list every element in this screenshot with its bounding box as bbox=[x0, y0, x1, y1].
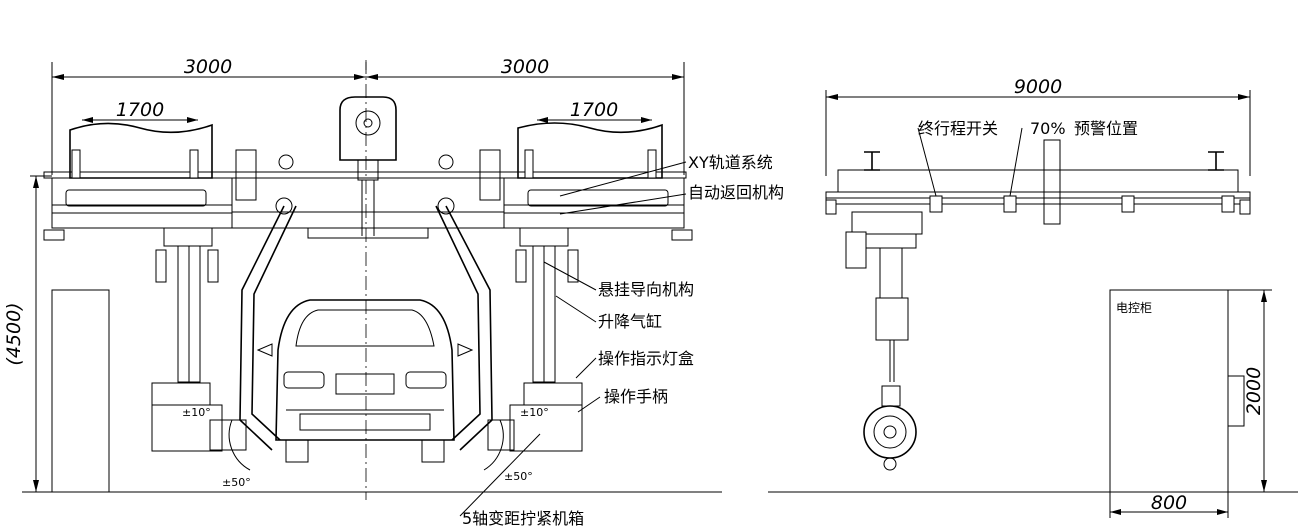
right-swing-label: ±50° bbox=[504, 470, 533, 483]
left-tilt-label: ±10° bbox=[182, 406, 211, 419]
c-frame bbox=[239, 205, 493, 451]
rail-structure bbox=[43, 171, 693, 241]
height-dimension-label: (4500) bbox=[3, 302, 25, 365]
cabinet-height-dimension: 2000 bbox=[1228, 289, 1272, 492]
cabinet-width-dimension: 800 bbox=[1109, 492, 1229, 518]
cabinet-label: 电控柜 bbox=[1116, 301, 1152, 315]
side-span-dimension: 9000 bbox=[825, 76, 1251, 176]
center-hanger bbox=[339, 96, 397, 236]
front-view: 3000 3000 1700 1700 (4500) bbox=[3, 56, 784, 528]
right-tilt-label: ±10° bbox=[520, 406, 549, 419]
warning-percent-label: 70% bbox=[1030, 119, 1066, 138]
left-column bbox=[155, 227, 219, 383]
right-trolley-dimension: 1700 bbox=[570, 99, 618, 121]
left-tightening-box: ±10° ±50° bbox=[151, 382, 251, 489]
side-rail bbox=[825, 139, 1251, 225]
left-swing-label: ±50° bbox=[222, 476, 251, 489]
right-column bbox=[515, 227, 579, 383]
span-dimension: 3000 3000 bbox=[51, 56, 685, 175]
auto-return-label: 自动返回机构 bbox=[688, 183, 784, 202]
left-trolley-dimension: 1700 bbox=[116, 99, 164, 121]
height-dimension: (4500) bbox=[3, 175, 52, 492]
left-pillar bbox=[51, 289, 110, 493]
tightening-box-label: 5轴变距拧紧机箱 bbox=[462, 509, 584, 528]
handle-label: 操作手柄 bbox=[604, 387, 668, 406]
balancers bbox=[235, 149, 501, 215]
right-tightening-box: ±10° ±50° bbox=[483, 382, 583, 483]
car-outline bbox=[256, 299, 474, 463]
warning-position-label: 预警位置 bbox=[1074, 119, 1138, 138]
xy-rail-label: XY轨道系统 bbox=[688, 153, 773, 172]
cabinet-height-label: 2000 bbox=[1243, 367, 1265, 415]
suspension-guide-label: 悬挂导向机构 bbox=[598, 280, 694, 299]
left-trolley bbox=[65, 122, 213, 207]
side-tool bbox=[845, 211, 923, 471]
lift-cylinder-label: 升降气缸 bbox=[598, 312, 662, 331]
end-switch-label: 终行程开关 bbox=[918, 119, 998, 138]
right-trolley bbox=[517, 122, 669, 207]
indicator-box-label: 操作指示灯盒 bbox=[598, 349, 694, 368]
left-span-dimension: 3000 bbox=[184, 56, 232, 78]
side-view: 9000 bbox=[768, 76, 1298, 518]
cabinet-width-label: 800 bbox=[1151, 492, 1187, 514]
side-span-label: 9000 bbox=[1014, 76, 1062, 98]
front-leaders bbox=[459, 161, 687, 517]
trolley-dimensions: 1700 1700 bbox=[82, 99, 652, 123]
right-span-dimension: 3000 bbox=[501, 56, 549, 78]
electric-cabinet: 电控柜 bbox=[1109, 289, 1245, 493]
side-leaders bbox=[917, 127, 1023, 197]
